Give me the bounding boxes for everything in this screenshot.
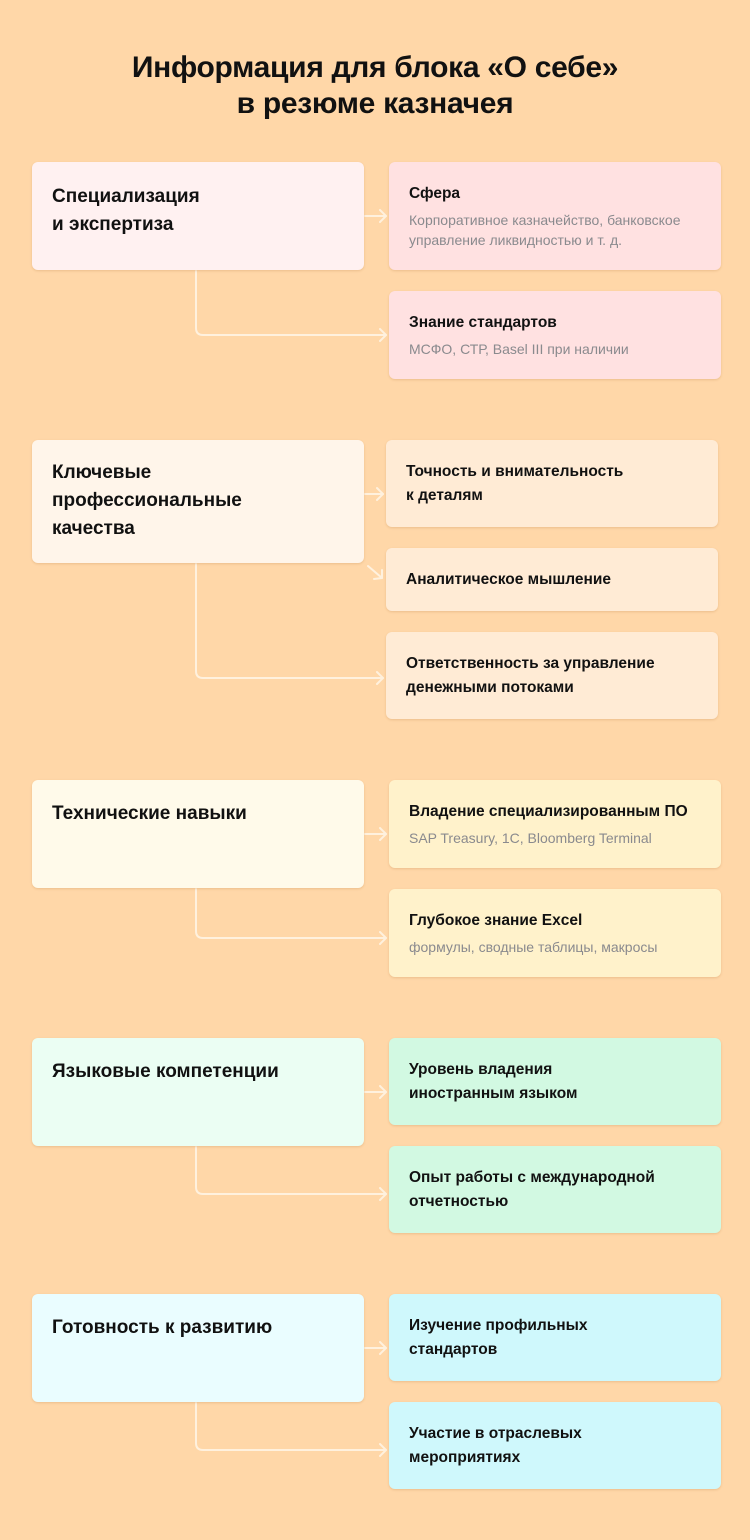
card-industry-events: Участие в отраслевых мероприятиях bbox=[389, 1402, 721, 1489]
card-analytical: Аналитическое мышление bbox=[386, 548, 718, 611]
section-label: Специализация и экспертиза bbox=[52, 186, 200, 235]
card-title: Сфера bbox=[409, 185, 461, 202]
section-technical-skills: Технические навыки bbox=[32, 780, 364, 888]
card-title: Изучение профильных стандартов bbox=[409, 1317, 588, 1358]
section-development: Готовность к развитию bbox=[32, 1294, 364, 1402]
card-subtitle: Корпоративное казначейство, банковское у… bbox=[409, 212, 681, 248]
title-line-2: в резюме казначея bbox=[236, 87, 514, 120]
section-label: Языковые компетенции bbox=[52, 1061, 279, 1082]
card-title: Участие в отраслевых мероприятиях bbox=[409, 1425, 582, 1466]
section-label: Ключевые профессиональные качества bbox=[52, 462, 242, 539]
section-specialization: Специализация и экспертиза bbox=[32, 162, 364, 270]
section-language: Языковые компетенции bbox=[32, 1038, 364, 1146]
card-foreign-language: Уровень владения иностранным языком bbox=[389, 1038, 721, 1125]
card-study-standards: Изучение профильных стандартов bbox=[389, 1294, 721, 1381]
card-subtitle: SAP Treasury, 1С, Bloomberg Terminal bbox=[409, 830, 652, 846]
card-sphere: Сфера Корпоративное казначейство, банков… bbox=[389, 162, 721, 270]
section-label: Технические навыки bbox=[52, 803, 247, 824]
card-title: Точность и внимательность к деталям bbox=[406, 463, 624, 504]
card-title: Аналитическое мышление bbox=[406, 571, 612, 588]
card-title: Глубокое знание Excel bbox=[409, 912, 583, 929]
section-label: Готовность к развитию bbox=[52, 1317, 273, 1338]
card-standards: Знание стандартов МСФО, СТР, Basel III п… bbox=[389, 291, 721, 379]
section-key-qualities: Ключевые профессиональные качества bbox=[32, 440, 364, 563]
card-title: Владение специализированным ПО bbox=[409, 803, 688, 820]
card-software: Владение специализированным ПО SAP Treas… bbox=[389, 780, 721, 868]
card-subtitle: МСФО, СТР, Basel III при наличии bbox=[409, 341, 629, 357]
card-accuracy: Точность и внимательность к деталям bbox=[386, 440, 718, 527]
page-title: Информация для блока «О себе» в резюме к… bbox=[0, 50, 750, 122]
card-title: Ответственность за управление денежными … bbox=[406, 655, 655, 696]
title-line-1: Информация для блока «О себе» bbox=[131, 51, 619, 84]
card-international-reporting: Опыт работы с международной отчетностью bbox=[389, 1146, 721, 1233]
card-responsibility: Ответственность за управление денежными … bbox=[386, 632, 718, 719]
card-title: Уровень владения иностранным языком bbox=[409, 1061, 578, 1102]
card-excel: Глубокое знание Excel формулы, сводные т… bbox=[389, 889, 721, 977]
card-subtitle: формулы, сводные таблицы, макросы bbox=[409, 939, 658, 955]
card-title: Опыт работы с международной отчетностью bbox=[409, 1169, 655, 1210]
card-title: Знание стандартов bbox=[409, 314, 557, 331]
